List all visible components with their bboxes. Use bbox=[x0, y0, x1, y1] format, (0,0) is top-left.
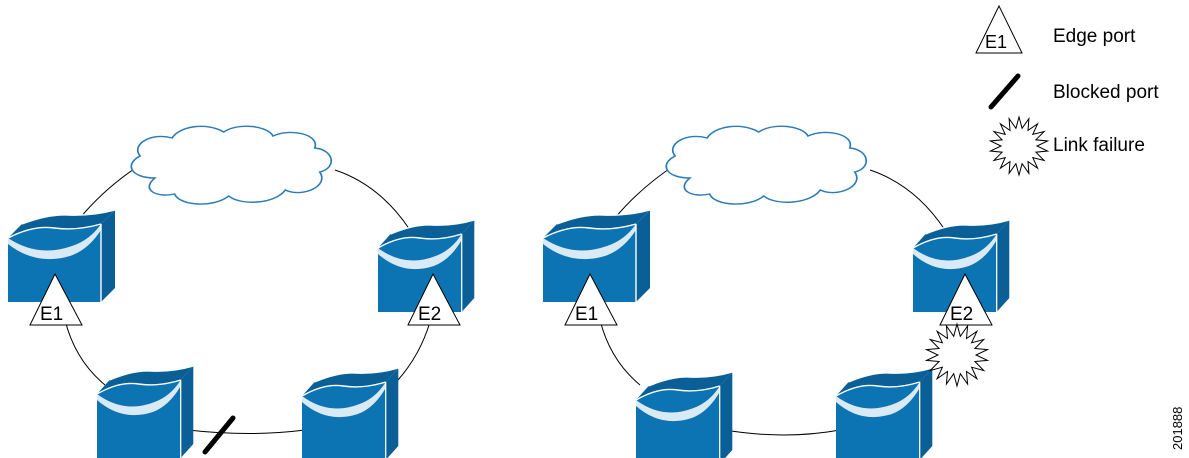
link bbox=[724, 429, 841, 436]
link bbox=[614, 164, 676, 219]
switch bbox=[96, 365, 195, 458]
edge-port-label: E2 bbox=[418, 304, 441, 325]
link bbox=[599, 319, 641, 386]
legend-blocked-port-label: Blocked port bbox=[1053, 82, 1159, 103]
blocked-port-icon bbox=[202, 415, 236, 455]
edge-port-icon: E1 bbox=[564, 272, 618, 326]
right-ring: E1 E2 bbox=[542, 125, 1010, 458]
link bbox=[79, 164, 141, 219]
edge-port-label: E1 bbox=[575, 304, 598, 325]
legend-link-failure-label: Link failure bbox=[1053, 135, 1145, 156]
link-failure-icon bbox=[924, 322, 990, 388]
switch bbox=[835, 367, 933, 458]
legend-edge-port-icon: E1 bbox=[975, 4, 1023, 54]
legend-blocked-port-icon bbox=[988, 73, 1021, 110]
edge-port-icon: E1 bbox=[29, 272, 83, 326]
legend: E1 Edge port Blocked port Link failure bbox=[975, 4, 1159, 177]
network-cloud bbox=[130, 125, 333, 205]
link bbox=[64, 319, 106, 386]
legend-edge-port-symbol: E1 bbox=[985, 32, 1007, 52]
legend-link-failure-icon bbox=[988, 115, 1050, 177]
edge-port-label: E2 bbox=[950, 304, 973, 325]
switch bbox=[301, 367, 400, 458]
network-cloud bbox=[665, 125, 868, 205]
link bbox=[187, 429, 306, 434]
legend-edge-port-label: Edge port bbox=[1053, 26, 1136, 47]
link bbox=[397, 321, 431, 381]
edge-port-icon: E2 bbox=[407, 272, 461, 326]
link bbox=[869, 169, 946, 231]
edge-port-icon: E2 bbox=[939, 272, 993, 326]
link bbox=[334, 169, 411, 231]
left-ring: E1 E2 bbox=[7, 125, 476, 458]
edge-port-label: E1 bbox=[40, 304, 63, 325]
figure-number: 201888 bbox=[1170, 407, 1185, 450]
switch bbox=[635, 371, 733, 458]
